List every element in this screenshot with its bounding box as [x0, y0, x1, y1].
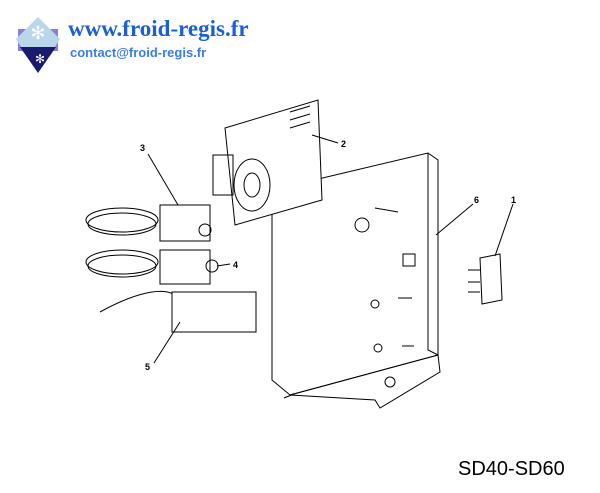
website-link[interactable]: www.froid-regis.fr	[68, 16, 249, 41]
svg-text:✻: ✻	[30, 23, 45, 43]
part-3-thermostat	[85, 204, 212, 242]
contact-email-link[interactable]: contact@froid-regis.fr	[70, 45, 207, 60]
label-part-5: 5	[145, 362, 150, 372]
part-1-rocker-switch	[468, 253, 503, 305]
snowflake-diamond-logo: ✻ ✻	[16, 17, 60, 73]
part-6-mounting-bracket	[271, 152, 441, 409]
label-part-6: 6	[474, 195, 479, 205]
part-4-thermostat	[85, 249, 219, 285]
model-label: SD40-SD60	[458, 458, 565, 480]
part-2-timer-motor	[212, 99, 323, 226]
label-part-2: 2	[341, 139, 346, 149]
svg-text:✻: ✻	[35, 52, 45, 66]
label-part-3: 3	[140, 143, 145, 153]
label-part-1: 1	[511, 195, 516, 205]
part-5-defrost-thermostat	[99, 290, 257, 333]
label-part-4: 4	[233, 260, 238, 270]
